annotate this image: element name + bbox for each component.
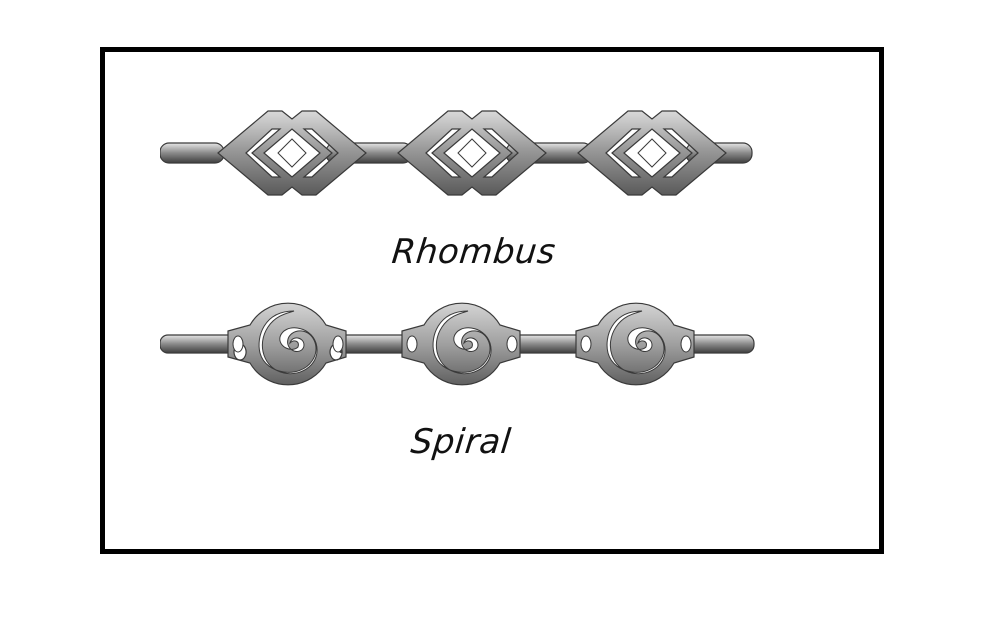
spiral-chain-icon — [160, 302, 755, 386]
rhombus-chain-image — [160, 107, 760, 217]
rhombus-label: Rhombus — [389, 232, 558, 272]
rhombus-chain-icon — [160, 110, 753, 196]
spiral-chain-image — [160, 297, 760, 397]
image-frame: Rhombus — [100, 47, 884, 554]
spiral-label: Spiral — [408, 422, 513, 462]
